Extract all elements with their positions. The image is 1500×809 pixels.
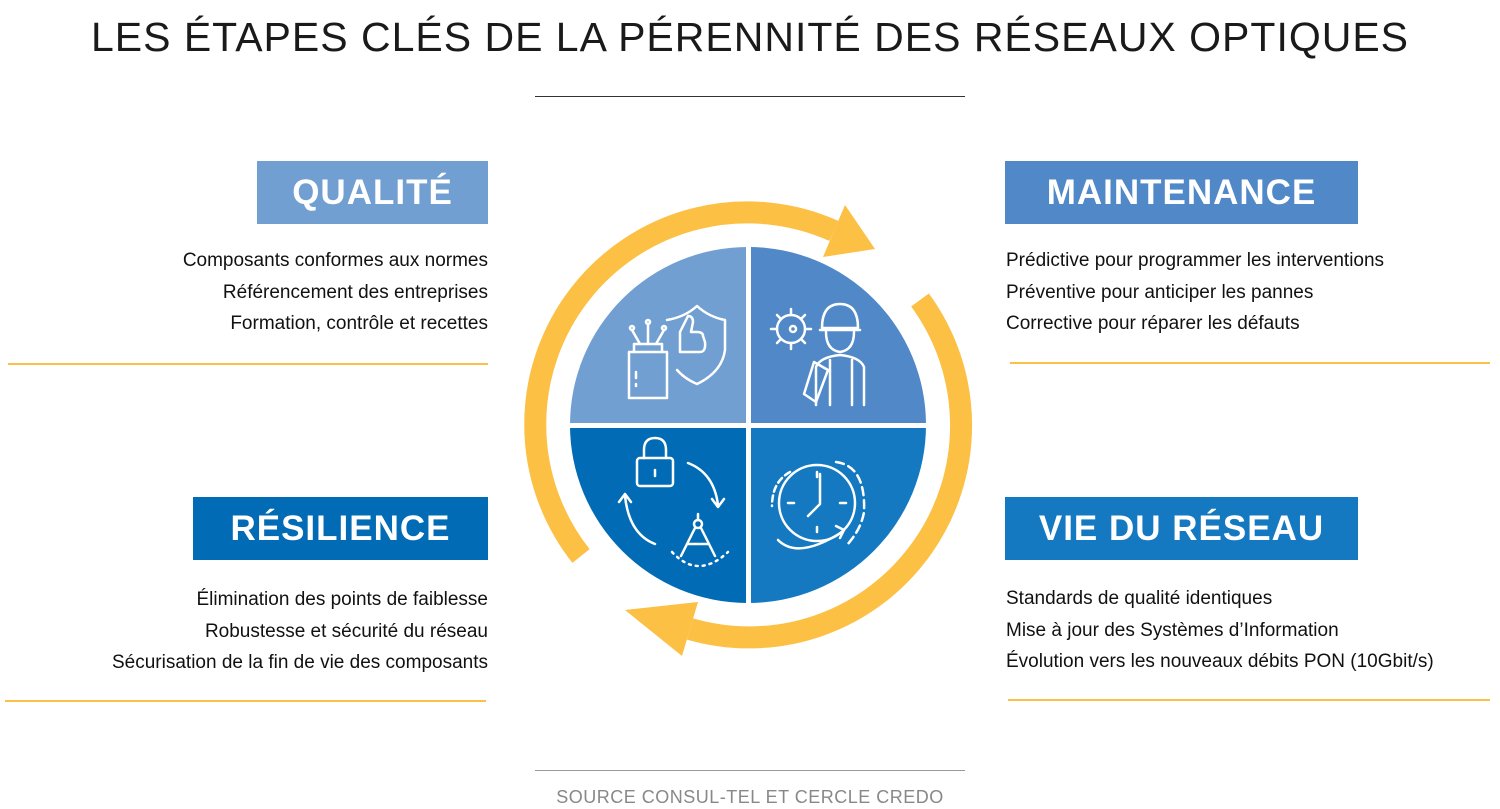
maintenance-list: Prédictive pour programmer les intervent… bbox=[1006, 245, 1384, 340]
list-item: Préventive pour anticiper les pannes bbox=[1006, 281, 1314, 303]
page-title: LES ÉTAPES CLÉS DE LA PÉRENNITÉ DES RÉSE… bbox=[90, 14, 1410, 60]
quadrant-maintenance bbox=[751, 247, 926, 423]
list-item: Composants conformes aux normes bbox=[182, 250, 488, 271]
lock-cycle-compass-icon bbox=[617, 436, 730, 568]
list-item: Élimination des points de faiblesse bbox=[196, 589, 488, 610]
title-divider bbox=[535, 96, 965, 97]
resilience-list: Élimination des points de faiblesse Robu… bbox=[112, 584, 488, 679]
vie-divider bbox=[1008, 699, 1490, 701]
cycle-arrow-right bbox=[625, 293, 973, 656]
resilience-badge: RÉSILIENCE bbox=[193, 497, 488, 560]
qualite-list: Composants conformes aux normes Référenc… bbox=[183, 245, 488, 340]
list-item: Mise à jour des Systèmes d’Information bbox=[1006, 619, 1339, 641]
vie-badge: VIE DU RÉSEAU bbox=[1005, 497, 1358, 560]
list-item: Formation, contrôle et recettes bbox=[230, 313, 488, 334]
list-item: Standards de qualité identiques bbox=[1006, 588, 1273, 609]
qualite-divider bbox=[8, 363, 488, 365]
clock-time-icon bbox=[770, 460, 866, 550]
list-item: Prédictive pour programmer les intervent… bbox=[1006, 250, 1385, 271]
maintenance-badge: MAINTENANCE bbox=[1005, 161, 1358, 224]
list-item: Robustesse et sécurité du réseau bbox=[204, 620, 488, 642]
source-text: SOURCE CONSUL-TEL ET CERCLE CREDO bbox=[556, 787, 944, 807]
resilience-divider bbox=[5, 700, 486, 702]
qualite-badge: QUALITÉ bbox=[257, 161, 488, 224]
list-item: Référencement des entreprises bbox=[222, 281, 488, 303]
list-item: Corrective pour réparer les défauts bbox=[1006, 313, 1300, 334]
cycle-arrow-left bbox=[524, 201, 875, 563]
technician-gear-icon bbox=[769, 302, 866, 407]
list-item: Évolution vers les nouveaux débits PON (… bbox=[1006, 651, 1434, 672]
source-divider bbox=[535, 770, 965, 771]
quadrant-qualite bbox=[570, 247, 746, 423]
list-item: Sécurisation de la fin de vie des compos… bbox=[112, 652, 488, 673]
maintenance-divider bbox=[1010, 362, 1490, 364]
shield-thumbs-up-icon bbox=[627, 304, 727, 400]
vie-list: Standards de qualité identiques Mise à j… bbox=[1006, 583, 1434, 678]
quadrant-vie bbox=[751, 428, 926, 603]
quadrant-resilience bbox=[570, 428, 746, 603]
